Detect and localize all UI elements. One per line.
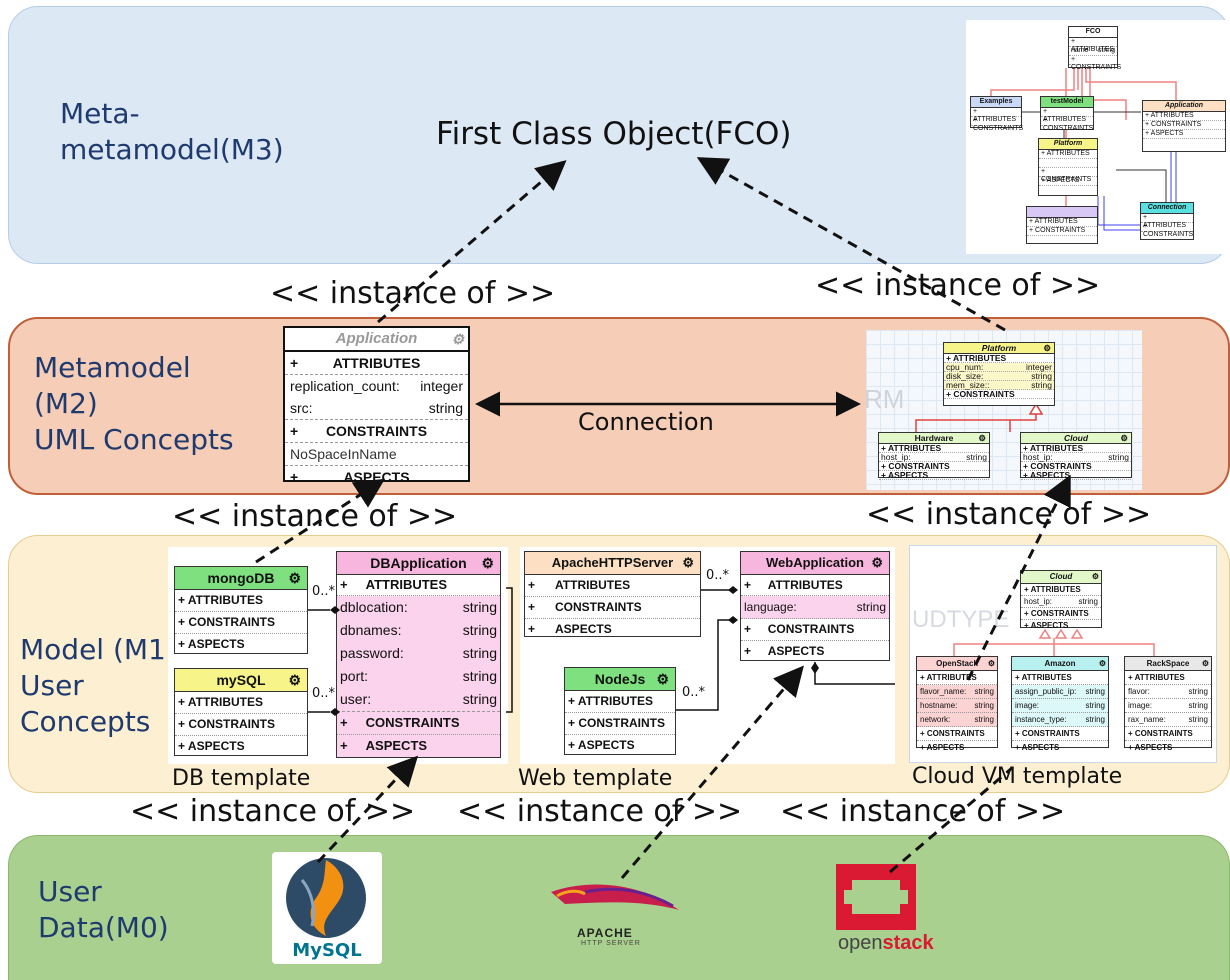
class-name: Application	[335, 330, 418, 347]
application-class: Application ⚙ +ATTRIBUTES replication_co…	[283, 326, 470, 485]
gear-icon: ⚙	[871, 555, 883, 570]
layer-m0	[8, 835, 1230, 980]
instance-of-arrow	[889, 766, 1013, 874]
instance-of-arrow	[696, 157, 1006, 332]
multiplicity-label: 0..*	[706, 568, 730, 583]
gear-icon: ⚙	[1120, 433, 1128, 443]
gear-icon: ⚙	[288, 672, 301, 688]
gear-icon: ⚙	[1043, 343, 1051, 353]
mysql-wordmark: MySQL	[292, 940, 362, 961]
webapplication-class: WebApplication⚙ + ATTRIBUTES language:st…	[740, 551, 890, 661]
gear-icon: ⚙	[656, 671, 669, 687]
instance-of-label: << instance of >>	[780, 794, 1066, 829]
fco-thumb-class-platform: Platform + ATTRIBUTES + CONSTRAINTS + AS…	[1038, 138, 1098, 196]
association-line	[814, 662, 895, 685]
apachehttpserver-class: ApacheHTTPServer⚙ + ATTRIBUTES + CONSTRA…	[524, 551, 701, 637]
instance-of-arrow	[966, 474, 1071, 681]
multiplicity-label: 0..*	[682, 685, 706, 700]
instance-of-label: << instance of >>	[866, 497, 1152, 532]
aggregation-diamond	[330, 708, 340, 716]
platform-diagram-thumbnail: RM Platform⚙ + ATTRIBUTES cpu_num:intege…	[866, 330, 1142, 490]
openstack-square-icon	[836, 864, 916, 930]
aggregation-diamond	[728, 616, 738, 624]
instance-of-arrow	[377, 160, 567, 324]
gear-icon: ⚙	[288, 570, 301, 586]
cloud-template-panel: UDTYPE Cloud⚙ + ATTRIBUTES host_ip:strin…	[909, 545, 1217, 763]
fco-thumb-class-testmodel: testModel + ATTRIBUTES + CONSTRAINTS	[1040, 96, 1094, 132]
instance-of-label: << instance of >>	[270, 276, 556, 311]
dolphin-icon	[286, 858, 366, 938]
instance-of-label: << instance of >>	[457, 794, 743, 829]
instance-of-label: << instance of >>	[172, 499, 458, 534]
association-line	[506, 587, 513, 713]
hardware-class: Hardware⚙ + ATTRIBUTES host_ip:string + …	[878, 432, 990, 480]
cloud-class: Cloud⚙ + ATTRIBUTES host_ip:string + CON…	[1020, 432, 1132, 480]
feather-icon	[551, 884, 679, 910]
openstack-wordmark: openstack	[838, 932, 934, 954]
multiplicity-label: 0..*	[312, 584, 336, 599]
openstack-logo: openstack	[828, 852, 948, 964]
mongodb-class: mongoDB⚙ + ATTRIBUTES + CONSTRAINTS + AS…	[174, 566, 308, 654]
mysql-logo: MySQL	[272, 852, 382, 964]
instance-of-label: << instance of >>	[130, 794, 416, 829]
apache-wordmark: APACHE	[577, 926, 633, 940]
cloud-class: Cloud⚙ + ATTRIBUTES host_ip:string + CON…	[1020, 570, 1102, 630]
watermark-text: RM	[866, 384, 905, 414]
aggregation-diamond	[811, 662, 819, 674]
rackspace-class: RackSpace⚙ + ATTRIBUTES flavor:string im…	[1124, 656, 1212, 752]
gear-icon: ⚙	[987, 659, 995, 668]
platform-class: Platform⚙ + ATTRIBUTES cpu_num:integer d…	[943, 342, 1055, 406]
fco-label: First Class Object(FCO)	[436, 116, 792, 152]
gear-icon: ⚙	[1091, 572, 1099, 581]
apache-subtitle: HTTP SERVER	[581, 940, 641, 947]
association-line	[676, 619, 736, 711]
gear-icon: ⚙	[481, 555, 494, 571]
fco-thumb-class-application: Application + ATTRIBUTES + CONSTRAINTS +…	[1142, 100, 1226, 152]
instance-of-arrow	[620, 665, 804, 879]
instance-of-arrow	[316, 755, 419, 864]
instance-of-arrow	[255, 478, 386, 564]
aggregation-diamond	[728, 586, 738, 594]
fco-thumb-class-connection: Connection + ATTRIBUTES + CONSTRAINTS	[1140, 202, 1194, 240]
multiplicity-label: 0..*	[312, 686, 336, 701]
instance-of-label: << instance of >>	[815, 268, 1101, 303]
nodejs-class: NodeJs⚙ + ATTRIBUTES + CONSTRAINTS + ASP…	[564, 667, 676, 755]
cloud-template-label: Cloud VM template	[912, 764, 1123, 789]
mysql-class: mySQL⚙ + ATTRIBUTES + CONSTRAINTS + ASPE…	[174, 668, 308, 756]
cloud-inheritance-connectors	[953, 628, 1155, 656]
gear-icon: ⚙	[682, 555, 694, 570]
layer-title-m3: Meta- metamodel(M3)	[60, 97, 284, 166]
layer-title-m2: Metamodel (M2) UML Concepts	[34, 351, 234, 456]
dbapplication-class: DBApplication⚙ + ATTRIBUTES dblocation:s…	[336, 551, 501, 758]
gear-icon: ⚙	[1098, 659, 1106, 668]
gear-icon: ⚙	[1201, 659, 1209, 668]
aggregation-diamond	[330, 606, 340, 614]
db-template-label: DB template	[172, 766, 311, 791]
web-template-label: Web template	[518, 766, 673, 791]
gear-icon: ⚙	[451, 331, 464, 347]
gear-icon: ⚙	[978, 433, 986, 443]
layer-title-m1: Model (M1) User Concepts	[20, 633, 177, 738]
inheritance-connectors	[915, 402, 1044, 432]
fco-thumb-class-examples: Examples + ATTRIBUTES + CONSTRAINTS	[970, 96, 1023, 132]
apache-logo: APACHE HTTP SERVER	[545, 872, 685, 952]
layer-title-m0: User Data(M0)	[38, 875, 169, 944]
fco-thumb-class-small: + ATTRIBUTES + CONSTRAINTS	[1026, 206, 1098, 244]
amazon-class: Amazon⚙ + ATTRIBUTES assign_public_ip:st…	[1011, 656, 1109, 752]
